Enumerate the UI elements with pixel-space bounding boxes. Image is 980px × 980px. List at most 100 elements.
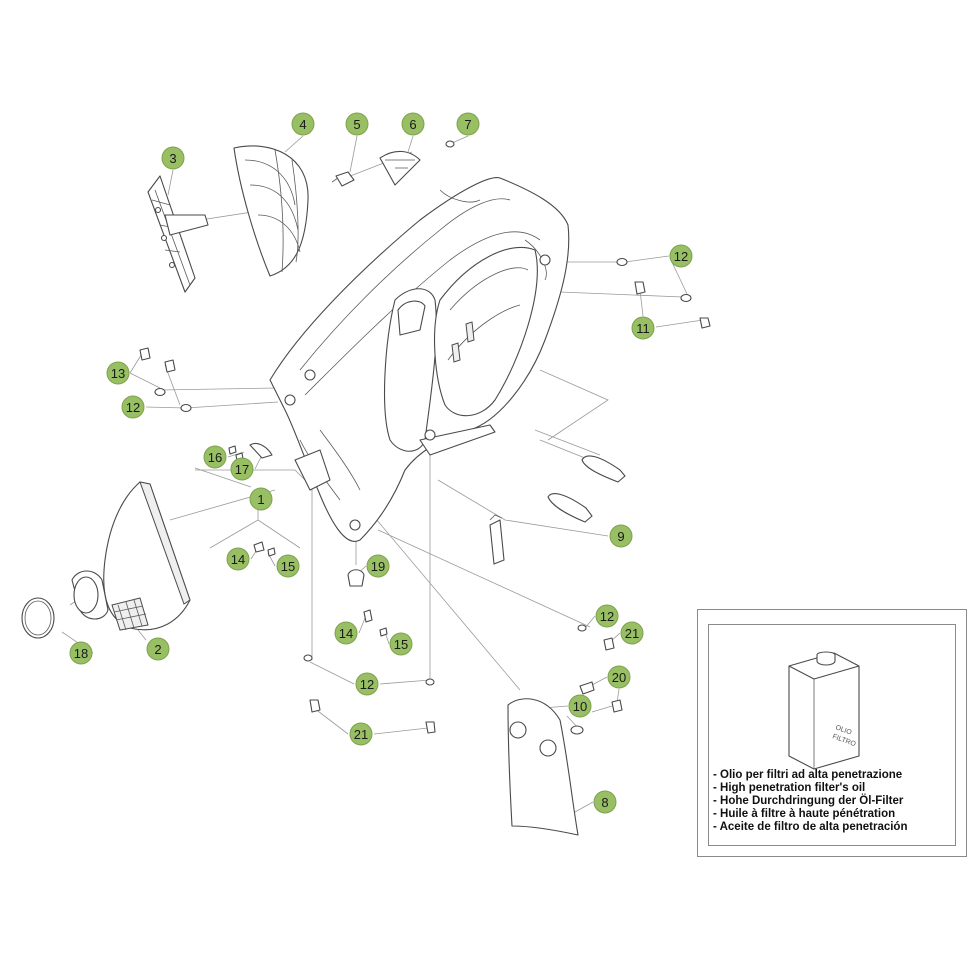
- callout-number: 12: [360, 677, 374, 692]
- callout-c1: 1: [249, 487, 273, 511]
- clip-part: [379, 150, 421, 186]
- callout-number: 5: [353, 117, 360, 132]
- callout-c5: 5: [345, 112, 369, 136]
- callout-badge: [349, 722, 373, 746]
- callout-number: 10: [573, 699, 587, 714]
- callout-c12d: 12: [355, 672, 379, 696]
- callout-number: 9: [617, 529, 624, 544]
- filter-oil-panel: OLIO FILTRO - Olio per filtri ad alta pe…: [697, 609, 967, 857]
- washer-part: [445, 140, 455, 148]
- hose-clamp-part: [21, 597, 55, 639]
- oil-can-icon: OLIO FILTRO: [788, 651, 860, 770]
- callout-c19: 19: [366, 554, 390, 578]
- callout-c15a: 15: [276, 554, 300, 578]
- callout-number: 14: [339, 626, 353, 641]
- callout-number: 17: [235, 462, 249, 477]
- callout-c4: 4: [291, 112, 315, 136]
- air-filter-part: [233, 145, 309, 277]
- callout-number: 21: [354, 727, 368, 742]
- oil-line-en: - High penetration filter's oil: [713, 782, 866, 794]
- callout-number: 3: [169, 151, 176, 166]
- callout-badge: [595, 604, 619, 628]
- callout-c18: 18: [69, 641, 93, 665]
- callout-number: 21: [625, 626, 639, 641]
- callout-badge: [69, 641, 93, 665]
- callout-number: 11: [636, 321, 650, 336]
- callout-badge: [203, 445, 227, 469]
- callout-badge: [631, 316, 655, 340]
- callout-c20: 20: [607, 665, 631, 689]
- callout-number: 6: [409, 117, 416, 132]
- intake-duct-part: [71, 481, 191, 631]
- callout-number: 19: [371, 559, 385, 574]
- callout-badge: [230, 457, 254, 481]
- callout-badge: [121, 395, 145, 419]
- callout-c16: 16: [203, 445, 227, 469]
- callout-c7: 7: [456, 112, 480, 136]
- callout-c13: 13: [106, 361, 130, 385]
- drain-plug-part: [347, 569, 365, 587]
- callout-badge: [146, 637, 170, 661]
- callout-badge: [609, 524, 633, 548]
- callout-badge: [345, 112, 369, 136]
- callout-c14a: 14: [226, 547, 250, 571]
- callout-badge: [568, 694, 592, 718]
- filter-oil-panel-inner: OLIO FILTRO - Olio per filtri ad alta pe…: [708, 624, 956, 846]
- callout-number: 2: [154, 642, 161, 657]
- callout-number: 12: [600, 609, 614, 624]
- mud-flap-part: [507, 698, 579, 836]
- callout-number: 12: [126, 400, 140, 415]
- callout-c6: 6: [401, 112, 425, 136]
- callout-number: 12: [674, 249, 688, 264]
- filter-cage-part: [147, 175, 209, 293]
- callout-badge: [456, 112, 480, 136]
- callout-c21a: 21: [620, 621, 644, 645]
- callout-c11: 11: [631, 316, 655, 340]
- callout-number: 4: [299, 117, 306, 132]
- callout-badge: [593, 790, 617, 814]
- callout-c15b: 15: [389, 632, 413, 656]
- callout-c12a: 12: [669, 244, 693, 268]
- latches-part: [489, 455, 626, 565]
- callout-number: 14: [231, 552, 245, 567]
- grommets-and-bolts: [139, 257, 711, 735]
- callout-badge: [620, 621, 644, 645]
- callout-number: 15: [394, 637, 408, 652]
- callout-c3: 3: [161, 146, 185, 170]
- callout-badge: [607, 665, 631, 689]
- callout-badge: [669, 244, 693, 268]
- oil-line-fr: - Huile à filtre à haute pénétration: [713, 808, 896, 820]
- callout-badge: [291, 112, 315, 136]
- callout-number: 1: [257, 492, 264, 507]
- callout-c9: 9: [609, 524, 633, 548]
- callout-number: 8: [601, 795, 608, 810]
- callout-badge: [226, 547, 250, 571]
- callout-badge: [366, 554, 390, 578]
- callout-c10: 10: [568, 694, 592, 718]
- callout-badge: [334, 621, 358, 645]
- filter-screw-part: [331, 171, 355, 187]
- callout-c8: 8: [593, 790, 617, 814]
- callout-c21b: 21: [349, 722, 373, 746]
- callout-number: 15: [281, 559, 295, 574]
- callout-number: 16: [208, 450, 222, 465]
- callout-badge: [276, 554, 300, 578]
- callout-number: 18: [74, 646, 88, 661]
- callout-badge: [249, 487, 273, 511]
- callout-badge: [389, 632, 413, 656]
- callout-c14b: 14: [334, 621, 358, 645]
- airbox-body-part: [269, 177, 570, 542]
- callout-badge: [106, 361, 130, 385]
- oil-line-es: - Aceite de filtro de alta penetración: [713, 821, 908, 833]
- callout-c12b: 12: [121, 395, 145, 419]
- oil-description-list: - Olio per filtri ad alta penetrazione -…: [713, 769, 907, 834]
- callout-c2: 2: [146, 637, 170, 661]
- callout-c17: 17: [230, 457, 254, 481]
- callout-badge: [355, 672, 379, 696]
- callout-badge: [401, 112, 425, 136]
- oil-line-de: - Hohe Durchdringung der Öl-Filter: [713, 795, 904, 807]
- oil-line-it: - Olio per filtri ad alta penetrazione: [713, 769, 903, 781]
- callout-c12c: 12: [595, 604, 619, 628]
